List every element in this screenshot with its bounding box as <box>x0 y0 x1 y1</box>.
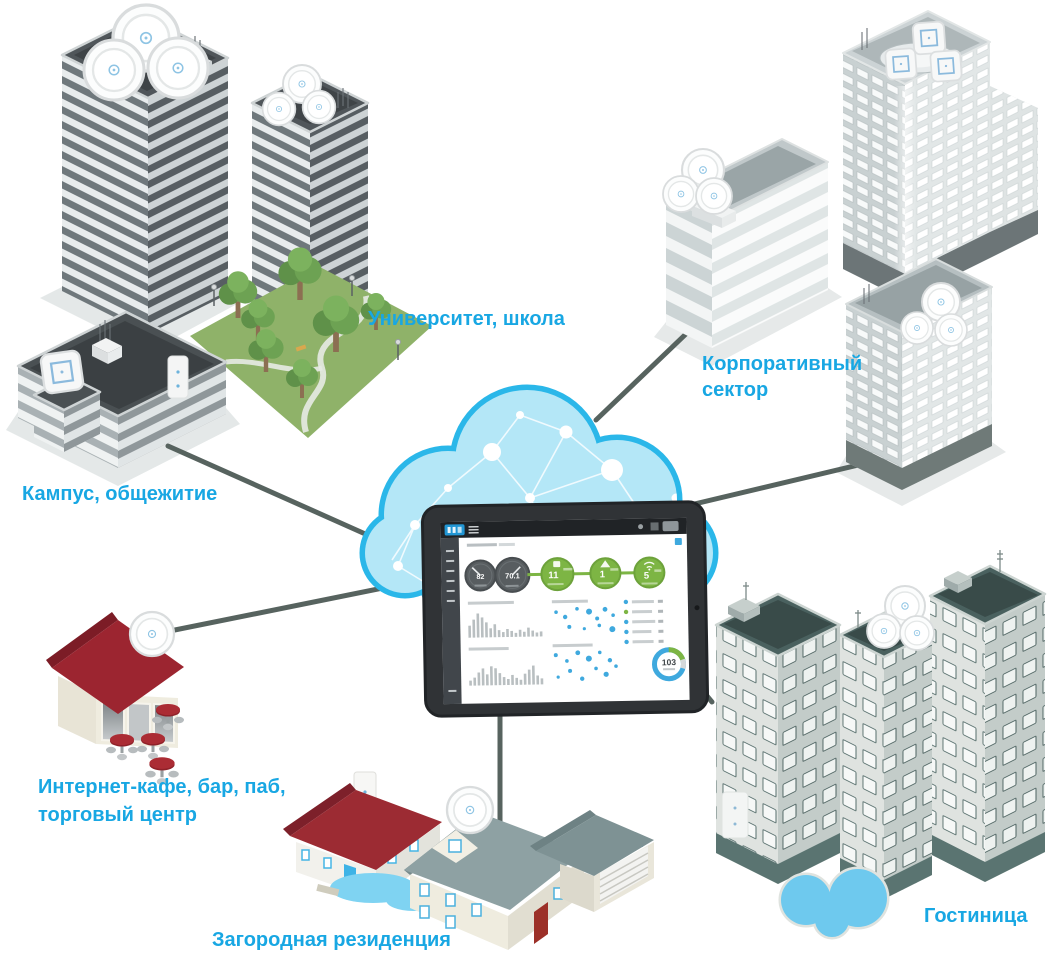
wifi-ap-disc-icon <box>301 89 337 125</box>
clients-total-value: 103 <box>662 657 677 667</box>
antenna-mast-icon <box>997 550 1003 572</box>
residence-main-house <box>404 785 584 950</box>
wifi-ap-disc-icon <box>146 36 210 100</box>
label-corporate-line1: Корпоративный <box>702 353 862 375</box>
corporate-tower-lower <box>845 258 993 490</box>
label-cafe-line2: торговый центр <box>38 804 197 826</box>
refresh-icon <box>674 537 682 546</box>
wifi-ap-disc-icon <box>261 91 297 127</box>
antenna-mast-icon <box>743 582 749 600</box>
upload-gauge-value: 70.1 <box>505 571 520 580</box>
antenna-mast-icon <box>337 88 349 108</box>
link-corporate-cloud <box>593 329 691 423</box>
client-legend <box>623 599 664 645</box>
traffic-chart-top <box>467 600 543 638</box>
dashboard-breadcrumb <box>466 537 682 547</box>
outdoor-ap-unit <box>167 355 189 399</box>
corporate-tower-upper <box>842 10 1038 300</box>
wifi-ap-disc-icon <box>82 38 146 102</box>
wifi-ap-disc-icon <box>866 613 902 649</box>
cafe-building <box>46 610 184 785</box>
wifi-ap-disc-icon <box>445 785 495 835</box>
label-hotel: Гостиница <box>924 905 1028 927</box>
wifi-ap-disc-icon <box>662 175 700 213</box>
label-university: Университет, школа <box>368 308 566 330</box>
wifi-ap-disc-icon <box>899 615 935 651</box>
wifi-ap-square-icon <box>929 49 963 83</box>
gray-roof <box>536 815 654 876</box>
ap-count-icon <box>553 561 561 568</box>
link-cafe-cloud <box>152 582 401 637</box>
ap-count: 11 <box>548 570 559 581</box>
residence-cluster <box>283 771 654 950</box>
client-activity-scatter <box>551 599 618 681</box>
dashboard-sidebar <box>440 537 462 705</box>
wifi-ap-square-icon <box>38 348 86 396</box>
antenna-mast-icon <box>855 610 861 628</box>
corporate-low-building <box>662 138 829 348</box>
hotel-tower-right <box>928 550 1047 882</box>
wifi-ap-disc-icon <box>900 311 934 345</box>
hotel-pond <box>778 866 890 940</box>
sidebar-menu-items <box>445 549 457 693</box>
clients-donut: 103 <box>651 647 686 682</box>
entrance-panel <box>721 791 749 839</box>
wifi-ap-disc-icon <box>934 313 968 347</box>
antenna-mast-icon <box>861 28 868 50</box>
hotel-cluster <box>714 550 1047 940</box>
apps-icon <box>650 522 659 531</box>
hotel-tower-middle <box>838 609 934 899</box>
menu-icon <box>468 525 479 534</box>
link-campus-cloud <box>165 443 393 548</box>
wifi-ap-disc-icon <box>695 177 733 215</box>
label-campus: Кампус, общежитие <box>22 483 217 505</box>
tablet-camera <box>694 605 700 611</box>
label-residence: Загородная резиденция <box>212 929 451 951</box>
download-gauge-value: 82 <box>476 574 484 581</box>
device-status-row: 11 1 5 <box>527 556 666 592</box>
university-park <box>190 247 432 438</box>
switch-count: 5 <box>644 571 650 582</box>
wifi-ap-square-icon <box>884 47 918 81</box>
battery-icon <box>662 521 679 532</box>
dashboard-topbar <box>440 517 687 539</box>
label-cafe-line1: Интернет-кафе, бар, паб, <box>38 776 286 798</box>
red-roof <box>290 790 442 870</box>
residence-garage <box>530 810 654 912</box>
traffic-chart-bottom <box>468 646 544 686</box>
controller-tablet-icon: 82 70.1 11 1 5 <box>420 500 710 718</box>
park-bench <box>295 344 307 352</box>
user-icon <box>638 524 644 530</box>
label-corporate-line2: сектор <box>702 379 768 401</box>
lamppost-icon <box>211 275 401 360</box>
cluster-labels: Университет, школа Кампус, общежитие Кор… <box>22 308 1028 951</box>
wifi-ap-square-icon <box>911 20 947 56</box>
gateway-count-icon <box>600 560 611 568</box>
speed-gauges: 82 70.1 <box>464 556 531 593</box>
house-door <box>534 902 548 944</box>
campus-building <box>16 310 228 468</box>
wifi-ap-disc-icon <box>128 610 176 658</box>
hotel-tower-left <box>714 582 842 884</box>
gateway-count: 1 <box>600 569 606 580</box>
antenna-mast-icon <box>863 284 870 304</box>
switch-count-icon <box>643 561 655 569</box>
